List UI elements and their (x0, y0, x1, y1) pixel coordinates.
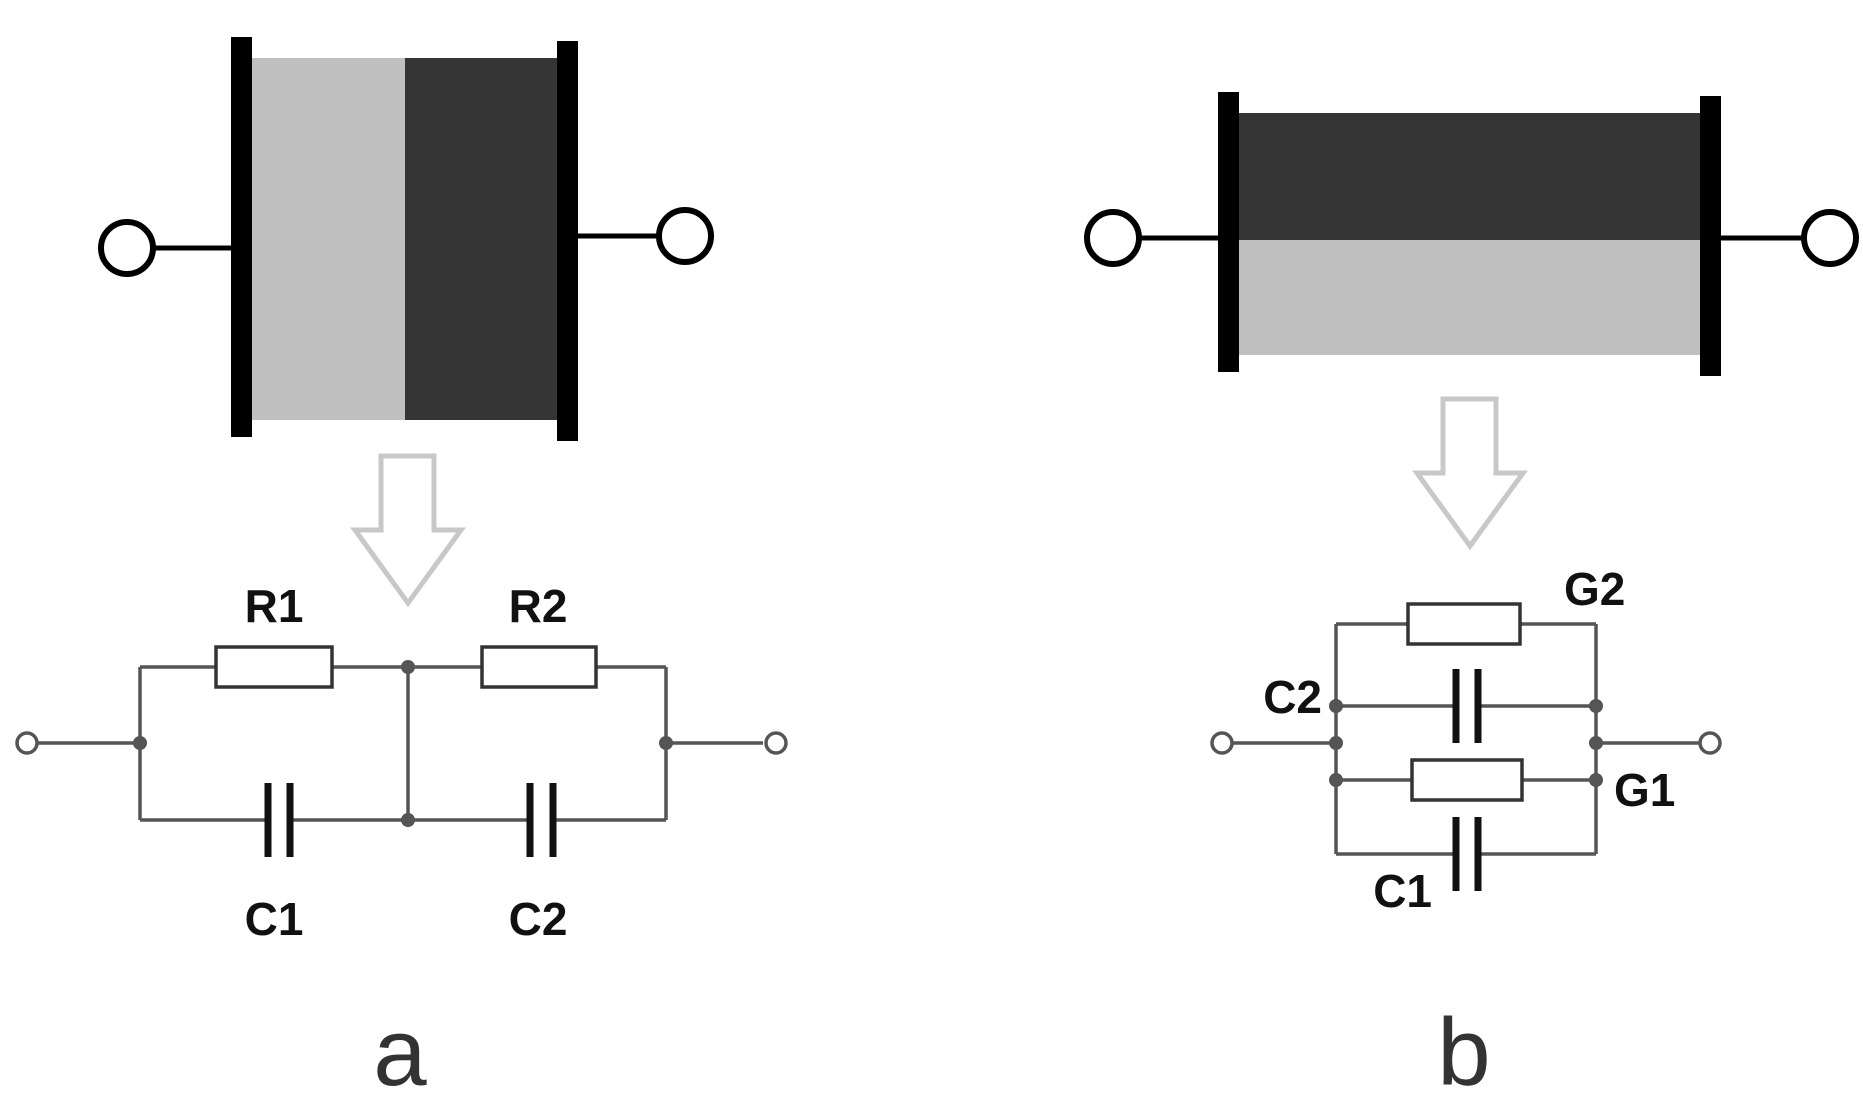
sample-a-light-layer (240, 58, 405, 420)
panel-a: R1 R2 C1 C2 a (15, 37, 788, 1106)
sample-a-dark-layer (405, 58, 565, 420)
sample-b-left-electrode (1218, 92, 1239, 372)
label-c2-b: C2 (1263, 671, 1322, 723)
node-b-left-terminal (1329, 736, 1343, 750)
capacitor-c1 (264, 783, 294, 857)
panel-b-label: b (1437, 999, 1490, 1106)
label-c1: C1 (245, 893, 304, 945)
node-b-right-terminal (1589, 736, 1603, 750)
circuit-a: R1 R2 C1 C2 (15, 580, 788, 945)
arrow-b-down-icon (1412, 396, 1528, 551)
arrow-a-down-icon (350, 453, 466, 608)
node-b-right-c2 (1589, 699, 1603, 713)
label-r2: R2 (509, 580, 568, 632)
sample-a-right-electrode (557, 41, 578, 441)
sample-b-left-terminal[interactable] (1084, 209, 1142, 267)
node-b-left-g1 (1329, 773, 1343, 787)
circuit-a-left-terminal[interactable] (15, 731, 39, 755)
panel-b: G2 C2 G1 C1 b (1084, 92, 1859, 1106)
node-b-right-g1 (1589, 773, 1603, 787)
sample-b-dark-layer (1235, 113, 1705, 240)
label-r1: R1 (245, 580, 304, 632)
resistor-r1 (214, 645, 334, 689)
capacitor-c2 (526, 783, 557, 857)
circuit-a-right-terminal[interactable] (764, 731, 788, 755)
node-a-left (133, 736, 147, 750)
conductance-g1 (1410, 758, 1524, 802)
circuit-b-left-terminal[interactable] (1210, 731, 1234, 755)
sample-a-series-layers (98, 37, 714, 441)
sample-b-parallel-layers (1084, 92, 1859, 376)
node-b-left-c2 (1329, 699, 1343, 713)
sample-a-left-terminal[interactable] (98, 219, 156, 277)
sample-a-left-electrode (231, 37, 252, 437)
capacitor-c2-b (1452, 669, 1482, 743)
conductance-g2 (1406, 602, 1522, 646)
label-c2: C2 (509, 893, 568, 945)
capacitor-c1-b (1452, 817, 1482, 891)
sample-a-right-terminal[interactable] (656, 207, 714, 265)
label-c1-b: C1 (1373, 865, 1432, 917)
label-g2: G2 (1564, 563, 1625, 615)
label-g1: G1 (1614, 764, 1675, 816)
sample-b-right-terminal[interactable] (1801, 209, 1859, 267)
node-a-right (659, 736, 673, 750)
circuit-b-right-terminal[interactable] (1698, 731, 1722, 755)
node-a-mid-top (401, 660, 415, 674)
sample-b-light-layer (1235, 240, 1705, 355)
circuit-b: G2 C2 G1 C1 (1210, 563, 1722, 917)
sample-b-right-electrode (1700, 96, 1721, 376)
node-a-mid-bottom (401, 813, 415, 827)
resistor-r2 (480, 645, 598, 689)
panel-a-label: a (373, 999, 427, 1106)
